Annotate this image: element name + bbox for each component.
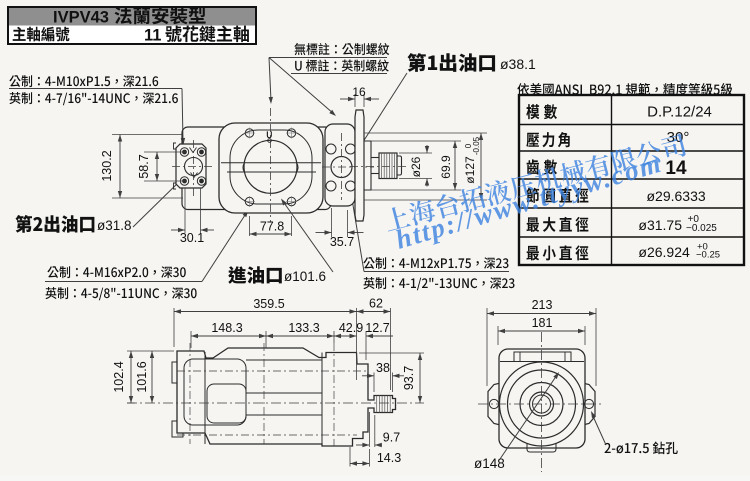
svg-text:−0.025: −0.025 <box>686 223 717 234</box>
svg-text:-0.05: -0.05 <box>472 136 481 155</box>
svg-text:102.4: 102.4 <box>112 361 126 392</box>
svg-text:42.9: 42.9 <box>339 321 363 335</box>
svg-text:+0: +0 <box>697 242 708 253</box>
svg-text:0: 0 <box>464 143 473 148</box>
svg-text:IVPV43: IVPV43 <box>53 9 109 27</box>
svg-text:58.7: 58.7 <box>137 154 151 178</box>
svg-text:101.6: 101.6 <box>135 361 149 392</box>
svg-text:30.1: 30.1 <box>180 231 204 245</box>
svg-text:38: 38 <box>376 361 390 375</box>
svg-text:12.7: 12.7 <box>365 321 389 335</box>
svg-text:14.3: 14.3 <box>377 451 401 465</box>
svg-text:181: 181 <box>532 316 553 330</box>
svg-text:ø101.6: ø101.6 <box>284 269 326 284</box>
svg-text:77.8: 77.8 <box>260 220 284 234</box>
svg-text:D.P.12/24: D.P.12/24 <box>647 104 712 121</box>
svg-text:ø31.75: ø31.75 <box>638 217 682 233</box>
svg-text:ø26: ø26 <box>409 156 423 177</box>
svg-text:148.3: 148.3 <box>211 321 242 335</box>
svg-text:62: 62 <box>369 297 383 311</box>
svg-text:ø38.1: ø38.1 <box>500 56 536 72</box>
svg-text:35.7: 35.7 <box>330 235 354 249</box>
svg-text:ø148: ø148 <box>474 456 505 471</box>
svg-text:ø26.924: ø26.924 <box>638 244 690 260</box>
svg-text:ø29.6333: ø29.6333 <box>647 188 706 204</box>
svg-text:9.7: 9.7 <box>383 431 400 445</box>
svg-text:ø127: ø127 <box>463 156 477 184</box>
svg-text:69.9: 69.9 <box>439 155 453 179</box>
svg-text:133.3: 133.3 <box>288 321 319 335</box>
svg-text:−0.25: −0.25 <box>696 250 720 261</box>
svg-text:ø31.8: ø31.8 <box>97 218 132 233</box>
svg-text:359.5: 359.5 <box>253 297 284 311</box>
svg-text:+0: +0 <box>688 214 700 225</box>
svg-text:16: 16 <box>352 85 366 99</box>
svg-text:93.7: 93.7 <box>402 366 416 390</box>
svg-text:213: 213 <box>532 298 553 312</box>
svg-text:14: 14 <box>665 158 687 179</box>
svg-text:130.2: 130.2 <box>100 150 114 181</box>
svg-text:11: 11 <box>144 27 161 45</box>
